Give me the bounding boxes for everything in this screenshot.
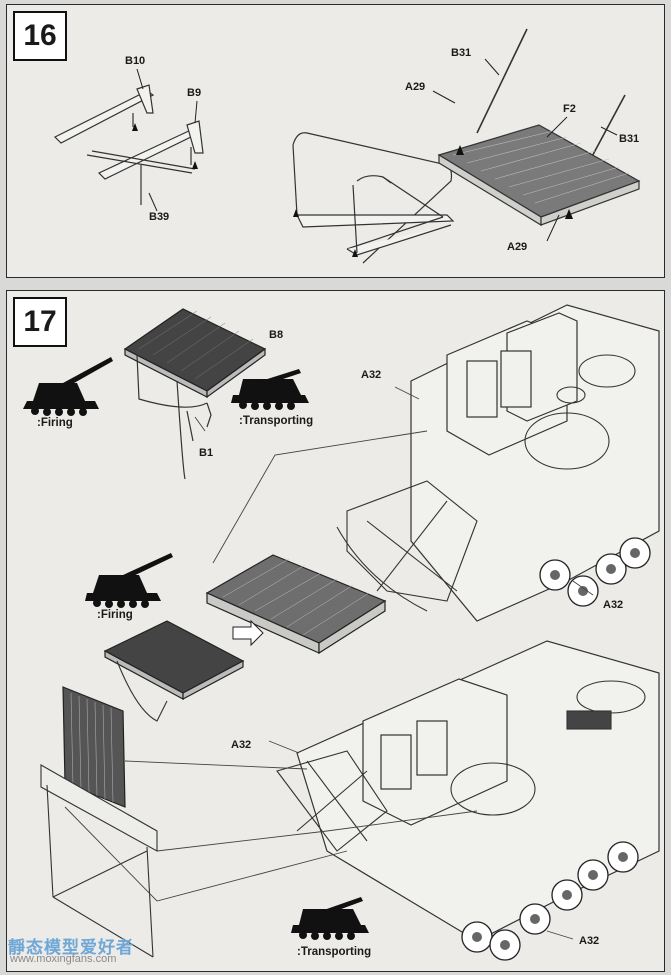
step-16-number: 16 bbox=[13, 11, 67, 61]
part-label-b8: B8 bbox=[269, 329, 284, 341]
part-label-f2: F2 bbox=[563, 103, 576, 115]
part-label-a32-c: A32 bbox=[231, 739, 252, 751]
step-17-number: 17 bbox=[13, 297, 67, 347]
part-label-a32-a: A32 bbox=[361, 369, 382, 381]
part-label-a32-d: A32 bbox=[579, 935, 600, 947]
watermark-url: www.moxingfans.com bbox=[10, 953, 117, 965]
caption-firing-2: :Firing bbox=[97, 609, 133, 621]
part-label-b31-right: B31 bbox=[619, 133, 640, 145]
transporting-silhouette-1 bbox=[231, 369, 309, 410]
part-label-b39: B39 bbox=[149, 211, 170, 223]
step-17-panel: 17 bbox=[6, 290, 665, 972]
step-16-illustration bbox=[53, 28, 641, 264]
step-17-illustration bbox=[23, 304, 660, 961]
part-label-b31-top: B31 bbox=[451, 47, 472, 59]
firing-silhouette-1 bbox=[23, 357, 113, 416]
part-label-a32-b: A32 bbox=[603, 599, 624, 611]
part-label-b10: B10 bbox=[125, 55, 146, 67]
firing-silhouette-2 bbox=[85, 553, 173, 608]
part-label-a29-bottom: A29 bbox=[507, 241, 528, 253]
caption-transporting-1: :Transporting bbox=[239, 415, 314, 427]
part-label-b1: B1 bbox=[199, 447, 214, 459]
caption-firing-1: :Firing bbox=[37, 417, 73, 429]
caption-transporting-2: :Transporting bbox=[297, 946, 372, 958]
part-label-b9: B9 bbox=[187, 87, 202, 99]
part-label-a29-top: A29 bbox=[405, 81, 426, 93]
step-16-panel: 16 bbox=[6, 4, 665, 278]
watermark-logo: 靜态模型爱好者 bbox=[8, 938, 134, 957]
transporting-silhouette-2 bbox=[291, 897, 369, 940]
